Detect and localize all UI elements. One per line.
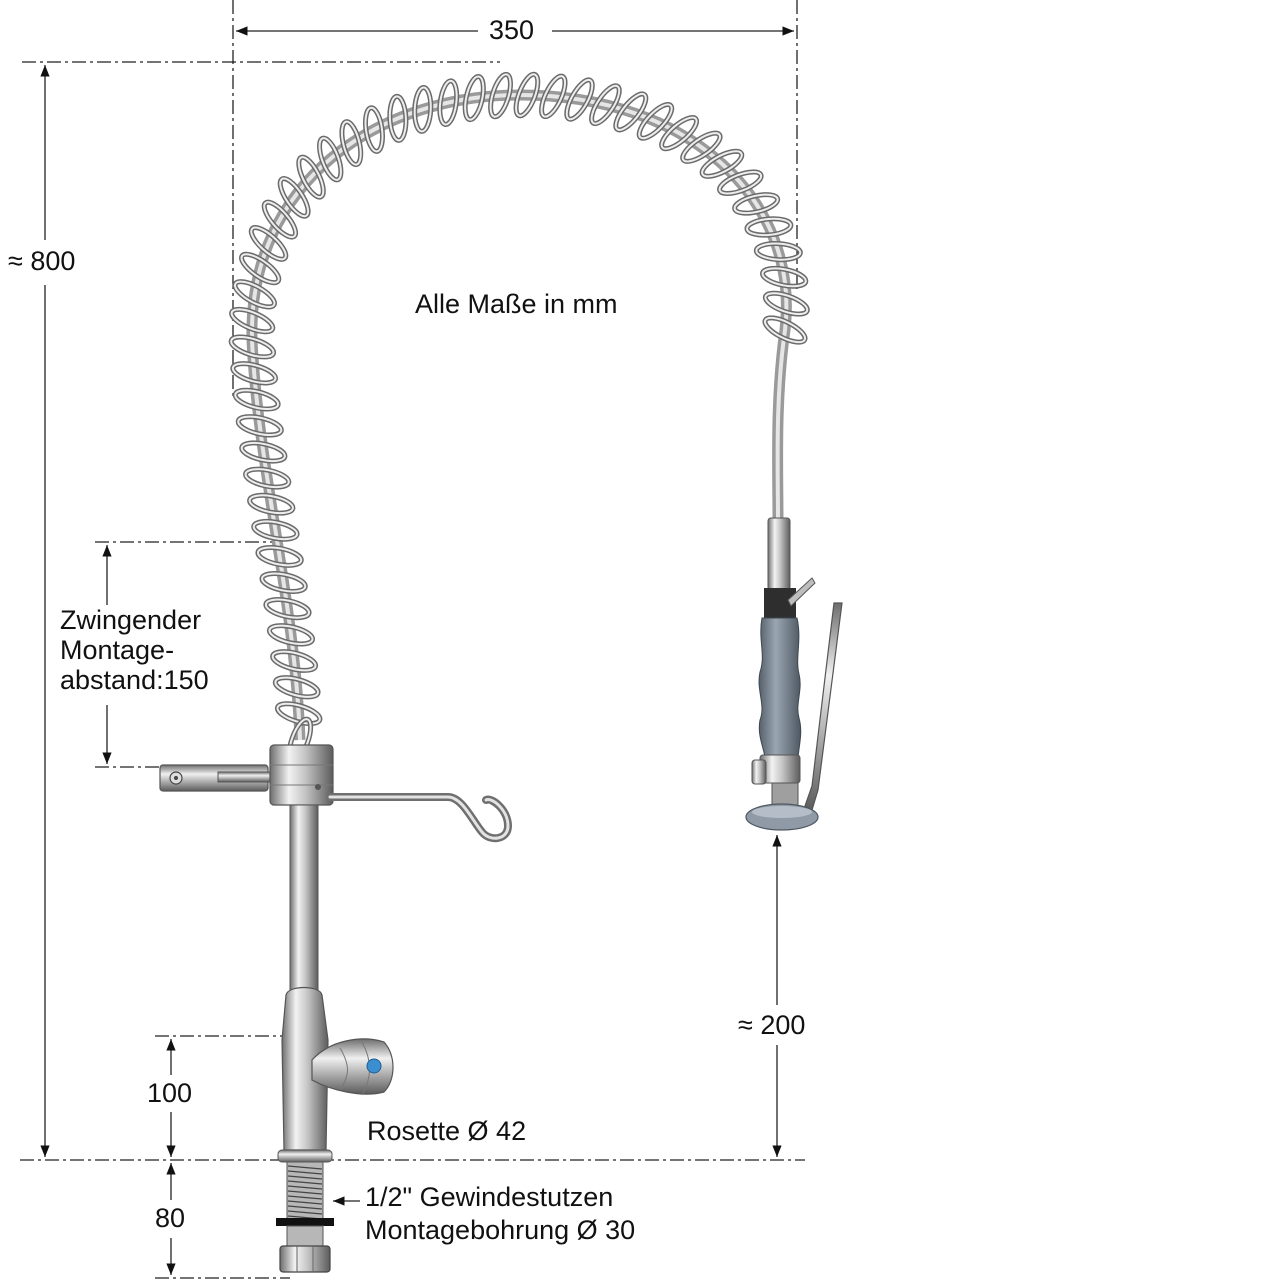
spring-loop — [244, 468, 290, 489]
spring-loop — [489, 73, 512, 118]
valve-cap-icon — [366, 1058, 382, 1074]
spring-loop — [764, 292, 809, 316]
spring-loop — [515, 73, 539, 117]
mounting-distance-line3: abstand:150 — [60, 665, 209, 695]
thread-label: 1/2" Gewindestutzen — [365, 1182, 614, 1212]
mounting-bore-label: Montagebohrung Ø 30 — [365, 1215, 636, 1245]
dimension-height-label: ≈ 800 — [8, 246, 76, 276]
thread-groove — [287, 1205, 323, 1210]
spring-loop — [364, 106, 384, 153]
spring-loop — [464, 75, 485, 121]
mounting-distance-line2: Montage- — [60, 635, 175, 665]
spring-loop — [250, 226, 287, 261]
thread-stud — [276, 1161, 334, 1273]
flexible-hose — [246, 89, 792, 741]
spring-loop — [438, 79, 458, 126]
grip-sleeve — [758, 617, 802, 759]
dimension-lines — [20, 0, 805, 1279]
spring-loop — [718, 170, 763, 195]
spring-loop — [231, 362, 277, 384]
spray-head — [745, 517, 843, 831]
dimension-100-label: 100 — [147, 1078, 193, 1108]
spring-loop — [230, 308, 274, 333]
spring-loop — [638, 103, 673, 140]
thread-groove — [287, 1175, 323, 1180]
spring-loop — [755, 242, 802, 261]
thread-groove — [287, 1165, 323, 1170]
wall-bracket — [159, 764, 275, 792]
spring-loop — [590, 84, 621, 125]
spring-loop — [614, 92, 647, 131]
spring-loop — [413, 86, 432, 133]
thread-groove — [287, 1185, 323, 1190]
spring-loop — [240, 253, 280, 284]
spring-loop — [234, 280, 276, 308]
rosette-label: Rosette Ø 42 — [367, 1116, 527, 1146]
dimension-80-label: 80 — [155, 1203, 186, 1233]
spring-loop — [565, 78, 594, 121]
spring-loop — [660, 116, 698, 150]
spring-loop — [276, 702, 321, 725]
spring-loop — [261, 572, 307, 593]
thread-groove — [287, 1200, 323, 1205]
spring-loop — [701, 150, 743, 178]
spring-loop — [733, 193, 779, 215]
thread-groove — [287, 1180, 323, 1185]
spring-loop — [263, 201, 297, 239]
rosette — [277, 1149, 333, 1163]
units-note: Alle Maße in mm — [415, 289, 618, 319]
spring-loop — [234, 389, 280, 410]
spring-loop — [268, 624, 314, 645]
spring-loop — [256, 546, 303, 567]
thread-groove — [287, 1195, 323, 1200]
spring-loop — [240, 441, 286, 463]
spring-collar — [269, 744, 334, 806]
valve-body — [277, 986, 394, 1163]
spring-loop — [763, 316, 807, 344]
spring-loop — [681, 132, 722, 163]
spring-loop — [318, 137, 342, 181]
spring-loop — [248, 494, 294, 515]
mounting-distance-line1: Zwingender — [60, 605, 202, 635]
trigger-lever — [804, 602, 843, 811]
thread-groove — [287, 1210, 323, 1215]
spring-loop — [297, 156, 325, 199]
spring-loop — [279, 177, 310, 218]
spring-loop — [237, 415, 283, 437]
spring-loop — [230, 336, 275, 358]
dimension-width-label: 350 — [489, 15, 535, 45]
thread-groove — [287, 1190, 323, 1195]
spring-loop — [746, 217, 792, 237]
spring-loop — [340, 120, 362, 166]
spring-loop — [388, 95, 407, 142]
spring-loop — [540, 75, 567, 118]
thread-groove — [287, 1170, 323, 1175]
spring-loop — [252, 520, 299, 541]
column-tube — [289, 804, 319, 996]
dimension-200-label: ≈ 200 — [738, 1010, 806, 1040]
spring-loop — [271, 650, 317, 672]
spring-loop — [761, 267, 807, 288]
spring-loop — [274, 676, 320, 698]
spring-loop — [264, 598, 311, 619]
